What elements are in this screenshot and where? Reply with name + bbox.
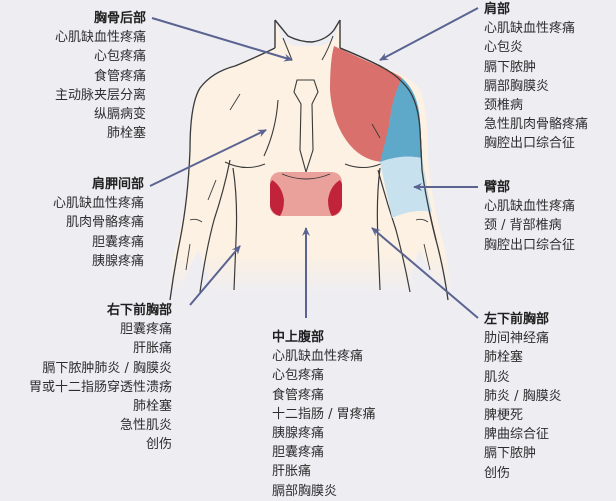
list-item: 肺栓塞 [132, 399, 172, 415]
list-item: 创伤 [484, 465, 511, 481]
pointer-arrows [149, 7, 479, 319]
list-item: 心肌缺血性疼痛 [52, 196, 144, 212]
region-title: 右下前胸部 [106, 303, 172, 318]
list-item: 颈 / 背部椎病 [484, 218, 562, 234]
list-item: 颈椎病 [484, 98, 524, 114]
region-left-lower-anterior-chest: 左下前胸部 肋间神经痛 肺栓塞 肌炎 肺炎 / 胸膜炎 脾梗死 脾曲综合征 膈下… [484, 310, 616, 483]
list-item: 胰腺疼痛 [91, 253, 144, 269]
list-item: 肌炎 [484, 369, 511, 385]
region-retrosternal: 胸骨后部 心肌缺血性疼痛 心包疼痛 食管疼痛 主动脉夹层分离 纵膈病变 肺栓塞 [20, 9, 146, 143]
lower-arm-region-lightblue [380, 156, 432, 218]
list-item: 纵膈病变 [93, 107, 146, 123]
region-arm: 臂部 心肌缺血性疼痛 颈 / 背部椎病 胸腔出口综合征 [484, 178, 616, 255]
list-item: 胸腔出口综合征 [484, 136, 576, 152]
list-item: 肺炎 / 胸膜炎 [484, 388, 562, 404]
epigastric-region [270, 172, 342, 216]
list-item: 肝胀痛 [272, 464, 312, 480]
list-item: 膈部胸膜炎 [484, 78, 550, 94]
list-item: 肺栓塞 [106, 126, 146, 142]
list-item: 急性肌肉骨骼疼痛 [484, 117, 589, 133]
list-item: 心包疼痛 [93, 49, 146, 65]
arrow-shoulder [379, 7, 479, 61]
list-item: 膈部胸膜炎 [272, 483, 338, 499]
list-item: 心肌缺血性疼痛 [272, 349, 364, 365]
region-title: 臂部 [484, 180, 511, 195]
list-item: 心肌缺血性疼痛 [484, 21, 576, 37]
list-item: 膈下脓肿 [484, 59, 537, 75]
list-item: 主动脉夹层分离 [54, 87, 146, 103]
list-item: 急性肌炎 [119, 418, 172, 434]
list-item: 十二指肠 / 胃疼痛 [272, 406, 376, 422]
shoulder-region-red [330, 46, 402, 162]
list-item: 食管疼痛 [93, 68, 146, 84]
upper-arm-region-blue [380, 78, 422, 162]
region-right-lower-anterior-chest: 右下前胸部 胆囊疼痛 肝胀痛 膈下脓肿肺炎 / 胸膜炎 胃或十二指肠穿透性溃疡 … [0, 301, 172, 455]
region-title: 肩部 [484, 2, 511, 17]
list-item: 脾曲综合征 [484, 427, 550, 443]
region-title: 肩胛间部 [91, 177, 144, 192]
list-item: 心包炎 [484, 40, 524, 56]
list-item: 胆囊疼痛 [119, 322, 172, 338]
region-epigastric: 中上腹部 心肌缺血性疼痛 心包疼痛 食管疼痛 十二指肠 / 胃疼痛 胰腺疼痛 胆… [272, 328, 422, 501]
list-item: 肌肉骨骼疼痛 [65, 215, 144, 231]
arrow-interscapular [149, 129, 267, 187]
list-item: 肋间神经痛 [484, 331, 550, 347]
arrow-right-lower-chest [189, 245, 241, 306]
list-item: 肺栓塞 [484, 350, 524, 366]
region-shoulder: 肩部 心肌缺血性疼痛 心包炎 膈下脓肿 膈部胸膜炎 颈椎病 急性肌肉骨骼疼痛 胸… [484, 0, 616, 154]
list-item: 胰腺疼痛 [272, 426, 325, 442]
list-item: 胆囊疼痛 [91, 234, 144, 250]
list-item: 膈下脓肿肺炎 / 胸膜炎 [42, 360, 172, 376]
region-title: 左下前胸部 [484, 312, 550, 327]
list-item: 肝胀痛 [132, 341, 172, 357]
list-item: 心包疼痛 [272, 368, 325, 384]
list-item: 胃或十二指肠穿透性溃疡 [28, 379, 172, 395]
arrow-left-lower-chest [371, 227, 479, 319]
region-title: 胸骨后部 [93, 11, 146, 26]
region-title: 中上腹部 [272, 330, 325, 345]
list-item: 心肌缺血性疼痛 [484, 199, 576, 215]
list-item: 胸腔出口综合征 [484, 237, 576, 253]
list-item: 创伤 [145, 437, 172, 453]
list-item: 膈下脓肿 [484, 446, 537, 462]
list-item: 食管疼痛 [272, 387, 325, 403]
arrow-retrosternal [151, 17, 293, 62]
list-item: 脾梗死 [484, 408, 524, 424]
list-item: 心肌缺血性疼痛 [54, 30, 146, 46]
region-interscapular: 肩胛间部 心肌缺血性疼痛 肌肉骨骼疼痛 胆囊疼痛 胰腺疼痛 [20, 175, 144, 271]
sternum [293, 79, 319, 174]
list-item: 胆囊疼痛 [272, 445, 325, 461]
